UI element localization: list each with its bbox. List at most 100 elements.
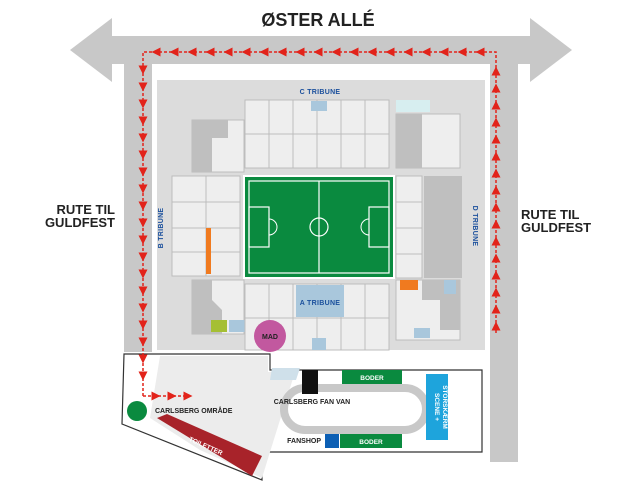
route-arrow bbox=[138, 167, 148, 177]
route-arrow bbox=[475, 47, 485, 57]
route-arrow bbox=[151, 391, 161, 401]
route-arrow bbox=[491, 168, 501, 178]
booths-top: BODER bbox=[342, 370, 402, 384]
fanshop-label: FANSHOP bbox=[287, 438, 321, 445]
route-arrow bbox=[491, 287, 501, 297]
booths-bottom: BODER bbox=[340, 434, 402, 448]
route-arrow bbox=[138, 269, 148, 279]
route-arrow bbox=[491, 219, 501, 229]
route-right-line1: RUTE TIL bbox=[521, 207, 580, 222]
route-arrow bbox=[138, 235, 148, 245]
route-arrow bbox=[138, 201, 148, 211]
stage-label-line1: SCENE + bbox=[433, 393, 440, 421]
route-arrow bbox=[138, 99, 148, 109]
route-arrow bbox=[491, 202, 501, 212]
route-arrow bbox=[183, 391, 193, 401]
stage-screen: SCENE + STORSKÆRM bbox=[426, 374, 448, 440]
fan-van bbox=[302, 370, 318, 394]
food-label: MAD bbox=[262, 334, 278, 341]
route-arrow bbox=[491, 100, 501, 110]
route-arrow bbox=[205, 47, 215, 57]
food-marker bbox=[254, 320, 286, 352]
d-tribune-blue-marker-b bbox=[414, 328, 430, 338]
route-arrow bbox=[241, 47, 251, 57]
route-arrow bbox=[439, 47, 449, 57]
route-arrow bbox=[491, 236, 501, 246]
street-name: ØSTER ALLÉ bbox=[261, 9, 374, 30]
b-tribune-block bbox=[171, 175, 241, 277]
c-tribune-block bbox=[244, 99, 430, 169]
route-arrow bbox=[491, 321, 501, 331]
corner-bottom-left-green-marker bbox=[211, 320, 227, 332]
route-arrow bbox=[421, 47, 431, 57]
route-arrow bbox=[138, 150, 148, 160]
corner-top-left bbox=[191, 119, 245, 173]
route-arrow bbox=[313, 47, 323, 57]
route-arrow bbox=[138, 371, 148, 381]
route-arrow bbox=[491, 185, 501, 195]
road bbox=[70, 18, 572, 462]
d-tribune-label: D TRIBUNE bbox=[471, 206, 478, 247]
route-arrow bbox=[223, 47, 233, 57]
route-arrows bbox=[138, 47, 501, 401]
corner-bottom-left bbox=[191, 279, 245, 335]
c-tribune-light-patch bbox=[396, 100, 430, 112]
route-arrow bbox=[491, 304, 501, 314]
route-right-line2: GULDFEST bbox=[521, 220, 591, 235]
route-arrow bbox=[491, 253, 501, 263]
b-tribune-label: B TRIBUNE bbox=[158, 208, 165, 249]
route-arrow bbox=[138, 286, 148, 296]
route-arrow bbox=[331, 47, 341, 57]
corner-bottom-left-blue-marker bbox=[229, 320, 245, 332]
booths-top-label: BODER bbox=[360, 375, 384, 382]
route-arrow bbox=[491, 83, 501, 93]
route-arrow bbox=[138, 354, 148, 364]
route-arrow bbox=[138, 116, 148, 126]
route-arrow bbox=[138, 252, 148, 262]
route-arrow bbox=[491, 117, 501, 127]
fan-van-label: CARLSBERG FAN VAN bbox=[274, 399, 350, 406]
route-arrow bbox=[259, 47, 269, 57]
pitch bbox=[243, 175, 395, 279]
route-arrow bbox=[138, 337, 148, 347]
d-tribune-orange-marker bbox=[400, 280, 418, 290]
route-left-line2: GULDFEST bbox=[45, 215, 115, 230]
c-tribune-label: C TRIBUNE bbox=[300, 89, 341, 96]
fan-walk-loop bbox=[280, 384, 430, 434]
stage-label-line2: STORSKÆRM bbox=[441, 385, 448, 429]
route-arrow bbox=[295, 47, 305, 57]
route-arrow bbox=[457, 47, 467, 57]
route-arrow bbox=[138, 133, 148, 143]
route-arrow bbox=[277, 47, 287, 57]
route-arrow bbox=[138, 82, 148, 92]
a-tribune-highlight bbox=[296, 285, 344, 317]
route-arrow bbox=[138, 320, 148, 330]
route-arrow bbox=[403, 47, 413, 57]
fan-zone-shaded bbox=[150, 356, 295, 478]
route-arrow bbox=[187, 47, 197, 57]
fanshop bbox=[325, 434, 339, 448]
route-arrow bbox=[367, 47, 377, 57]
route-arrow bbox=[491, 134, 501, 144]
route-arrow bbox=[491, 66, 501, 76]
route-arrow bbox=[138, 65, 148, 75]
route-arrow bbox=[167, 391, 177, 401]
oster-alle-road bbox=[70, 18, 572, 462]
route-arrow bbox=[169, 47, 179, 57]
c-tribune-blue-patch bbox=[311, 101, 327, 111]
route-arrow bbox=[491, 270, 501, 280]
route-arrow bbox=[385, 47, 395, 57]
route-arrow bbox=[151, 47, 161, 57]
carlsberg-area-marker bbox=[127, 401, 147, 421]
route-arrow bbox=[138, 218, 148, 228]
b-tribune-orange-marker bbox=[206, 228, 211, 274]
fan-zone-entry-marker bbox=[270, 368, 300, 380]
route-arrow bbox=[138, 303, 148, 313]
route-arrow bbox=[138, 184, 148, 194]
d-tribune-blue-marker-a bbox=[444, 280, 456, 294]
d-tribune-block bbox=[395, 113, 462, 341]
booths-bottom-label: BODER bbox=[359, 439, 383, 446]
carlsberg-area-label: CARLSBERG OMRÅDE bbox=[155, 406, 233, 415]
a-tribune-label: A TRIBUNE bbox=[300, 300, 341, 307]
